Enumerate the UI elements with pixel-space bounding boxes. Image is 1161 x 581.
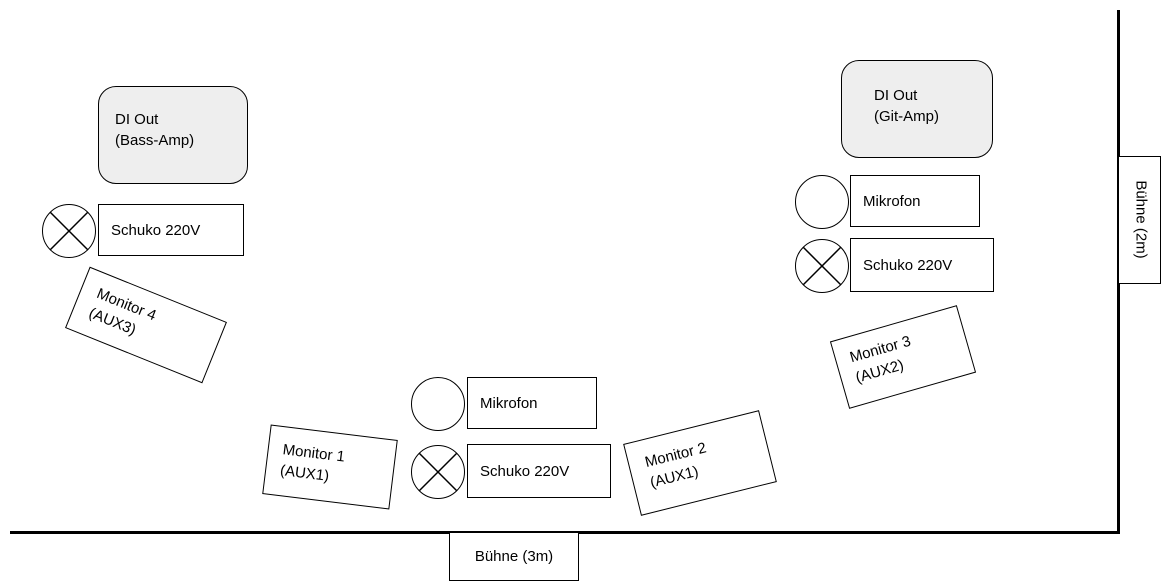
stage-label-right-text: Bühne (2m) (1132, 180, 1150, 259)
microphone-symbol-center (411, 377, 465, 431)
socket-x-icon-center (418, 452, 458, 492)
socket-x-icon-right (802, 246, 842, 286)
monitor-3: Monitor 3 (AUX2) (829, 305, 977, 409)
di-out-git-amp: DI Out (Git-Amp) (841, 60, 993, 158)
monitor-2: Monitor 2 (AUX1) (623, 410, 777, 516)
microphone-symbol-right (795, 175, 849, 229)
socket-label-center: Schuko 220V (467, 444, 611, 498)
stage-edge-bottom (10, 531, 1120, 534)
socket-label-right: Schuko 220V (850, 238, 994, 292)
microphone-label-right: Mikrofon (850, 175, 980, 227)
stage-edge-right (1117, 10, 1120, 534)
microphone-label-center: Mikrofon (467, 377, 597, 429)
di-out-bass-amp: DI Out (Bass-Amp) (98, 86, 248, 184)
stage-label-bottom: Bühne (3m) (449, 533, 579, 581)
stage-label-right: Bühne (2m) (1119, 156, 1161, 284)
monitor-1: Monitor 1 (AUX1) (262, 424, 398, 510)
socket-x-icon-left (49, 211, 89, 251)
monitor-4: Monitor 4 (AUX3) (65, 266, 227, 384)
socket-label-left: Schuko 220V (98, 204, 244, 256)
